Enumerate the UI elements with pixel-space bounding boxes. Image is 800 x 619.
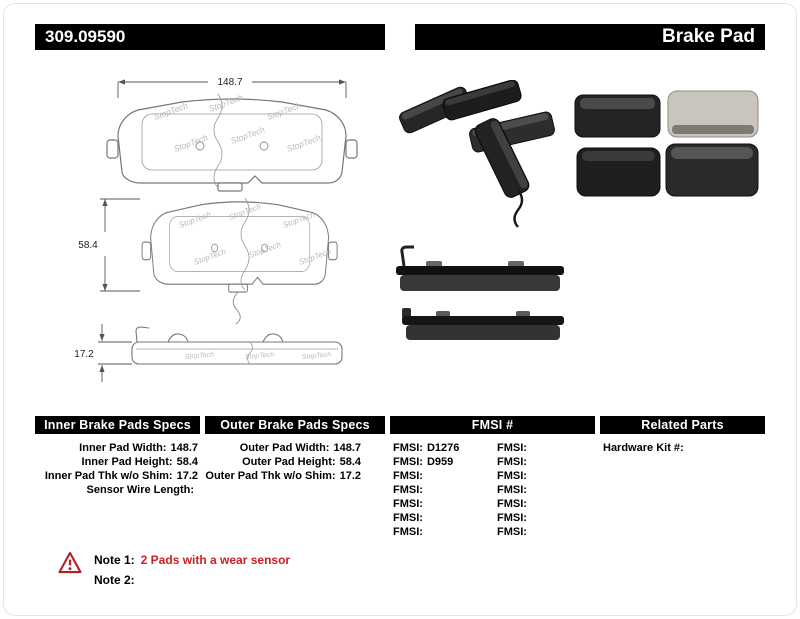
- watermark-text: StopTech: [245, 351, 275, 361]
- fmsi-row: FMSI:: [393, 512, 423, 524]
- technical-drawings: 148.7 StopTech StopTech StopTech StopTec…: [74, 77, 358, 382]
- fmsi-row: FMSI:: [393, 484, 423, 496]
- inner-pad-thickness-row: Inner Pad Thk w/o Shim:17.2: [44, 470, 198, 482]
- outer-specs-header: Outer Brake Pads Specs: [205, 416, 385, 434]
- section-break-line: [213, 93, 223, 189]
- fmsi-row: FMSI:: [497, 526, 527, 538]
- outer-specs-header-label: Outer Brake Pads Specs: [220, 418, 370, 432]
- product-photo-pad-with-sensor: [474, 118, 530, 198]
- watermark-text: StopTech: [185, 351, 215, 361]
- product-type-title: Brake Pad: [662, 26, 755, 47]
- width-dimension: [117, 79, 347, 98]
- related-parts-list: Hardware Kit #:: [603, 441, 763, 455]
- product-photo-pad-set-bottom-left: [576, 147, 661, 197]
- product-photo-side-view-1: [396, 245, 564, 291]
- thickness-dimension-label: 17.2: [74, 349, 94, 360]
- note-1-text: 2 Pads with a wear sensor: [140, 553, 291, 567]
- fmsi-row: FMSI:: [497, 484, 527, 496]
- pad-profile-drawing: [131, 326, 343, 365]
- height-dimension: [100, 198, 140, 292]
- fmsi-row: FMSI:: [497, 512, 527, 524]
- outer-pad-thickness-row: Outer Pad Thk w/o Shim:17.2: [205, 470, 361, 482]
- inner-specs-header: Inner Brake Pads Specs: [35, 416, 200, 434]
- section-break-line: [247, 341, 253, 365]
- note-1-label: Note 1:: [94, 553, 135, 567]
- outer-pad-height-row: Outer Pad Height:58.4: [242, 456, 361, 468]
- note-2: Note 2:: [94, 573, 141, 587]
- fmsi-row: FMSI:: [497, 456, 527, 468]
- fmsi-row: FMSI:: [497, 442, 527, 454]
- fmsi-row: FMSI:: [393, 470, 423, 482]
- part-number-bar: 309.09590: [35, 24, 385, 50]
- inner-pad-height-row: Inner Pad Height:58.4: [81, 456, 198, 468]
- product-photo-pad-set-bottom-right: [665, 143, 759, 197]
- fmsi-header-label: FMSI #: [471, 418, 514, 432]
- related-parts-header-label: Related Parts: [641, 418, 724, 432]
- fmsi-list-1: FMSI:D1276 FMSI:D959 FMSI: FMSI: FMSI: F…: [393, 441, 493, 539]
- note-1: Note 1: 2 Pads with a wear sensor: [94, 553, 290, 567]
- inner-pad-width-row: Inner Pad Width:148.7: [79, 442, 198, 454]
- stoptech-watermark: StopTech StopTech StopTech: [185, 351, 332, 361]
- warning-triangle-icon: [58, 551, 82, 574]
- watermark-text: StopTech: [302, 351, 332, 361]
- product-photo-pad-angled-2: [442, 80, 522, 121]
- wear-sensor-detail-drawing: [232, 291, 241, 325]
- outer-specs-list: Outer Pad Width:148.7 Outer Pad Height:5…: [205, 441, 361, 483]
- fmsi-row: FMSI:D959: [393, 456, 454, 468]
- hardware-kit-row: Hardware Kit #:: [603, 442, 684, 454]
- fmsi-header: FMSI #: [390, 416, 595, 434]
- thickness-dimension: [98, 324, 132, 382]
- inner-specs-header-label: Inner Brake Pads Specs: [44, 418, 191, 432]
- fmsi-row: FMSI:D1276: [393, 442, 460, 454]
- product-photo-side-view-2: [402, 308, 564, 340]
- fmsi-row: FMSI:: [393, 498, 423, 510]
- width-dimension-label: 148.7: [217, 77, 242, 88]
- height-dimension-label: 58.4: [78, 240, 98, 251]
- product-photo-pad-set-top-right: [667, 90, 759, 138]
- related-parts-header: Related Parts: [600, 416, 765, 434]
- fmsi-row: FMSI:: [497, 470, 527, 482]
- wear-sensor-wire: [513, 189, 524, 228]
- part-number: 309.09590: [45, 27, 126, 46]
- note-2-label: Note 2:: [94, 573, 135, 587]
- inner-specs-list: Inner Pad Width:148.7 Inner Pad Height:5…: [35, 441, 198, 497]
- product-photo-pad-set-top-left: [574, 94, 661, 138]
- fmsi-row: FMSI:: [393, 526, 423, 538]
- section-break-line: [240, 197, 250, 291]
- outer-pad-width-row: Outer Pad Width:148.7: [239, 442, 361, 454]
- fmsi-list-2: FMSI: FMSI: FMSI: FMSI: FMSI: FMSI: FMSI…: [497, 441, 597, 539]
- product-type-bar: Brake Pad: [415, 24, 765, 50]
- product-photos: [396, 80, 759, 340]
- fmsi-row: FMSI:: [497, 498, 527, 510]
- sensor-wire-length-row: Sensor Wire Length:: [86, 484, 194, 496]
